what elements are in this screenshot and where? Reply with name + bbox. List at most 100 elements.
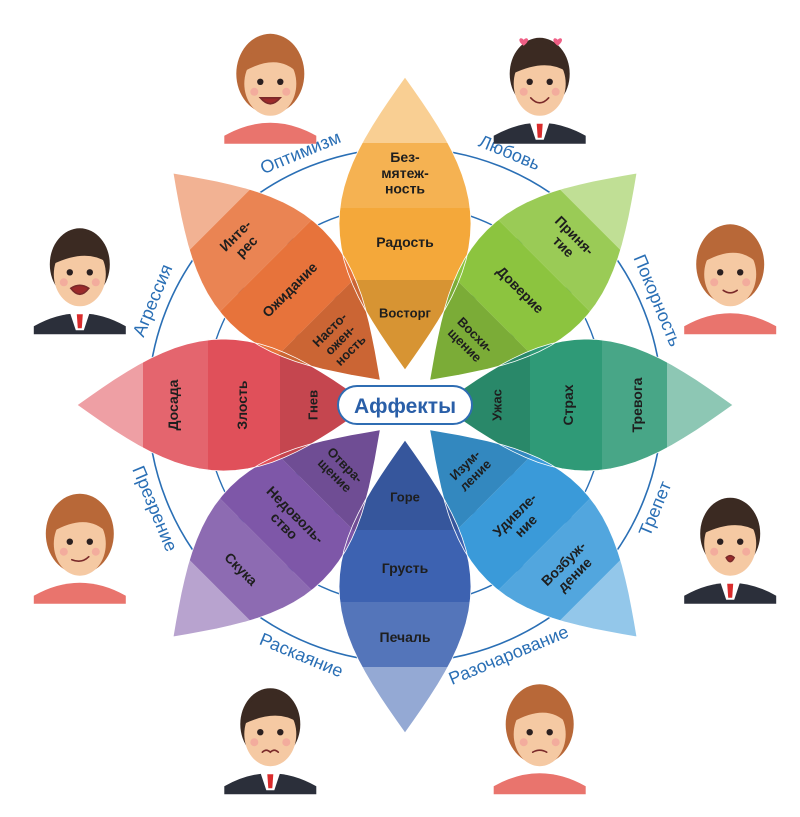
petal-sadness-inner-line: Горе [390,490,420,505]
face-remorse [224,688,317,795]
eye-right [86,538,93,545]
cheek [710,547,719,556]
eye-left [526,729,533,736]
petal-anger-inner-label: Гнев [306,390,321,420]
petal-joy-middle-label: Радость [376,234,434,250]
dyad-label-remorse: Раскаяние [257,629,346,681]
petal-fear-outer-line: Тревога [629,377,645,432]
cheek [742,278,751,287]
faces-layer [33,33,777,795]
eye-right [737,538,744,545]
petal-joy-outer-line: мятеж- [381,165,429,181]
petal-anticipation-outline [172,172,381,381]
eye-left [526,78,533,85]
face-optimism [224,33,317,144]
petal-anger-middle-label: Злость [234,380,250,429]
cheek [91,278,100,287]
petal-fear-outer [667,362,733,448]
cheek [59,278,68,287]
petal-trust-middle [498,189,621,312]
petal-surprise-outline [429,429,638,638]
dyad-label-aggression: Агрессия [129,261,177,339]
cheek [250,87,259,96]
heart-icon [519,38,529,46]
cheek [282,738,291,747]
petal-joy [339,77,471,370]
petal-sadness-outer [362,667,448,733]
cheek [519,87,528,96]
face-contempt [33,493,126,604]
cheek [710,278,719,287]
petal-anger-outer [77,362,143,448]
eye-left [66,538,73,545]
eye-left [717,269,724,276]
petal-anger-inner-line: Гнев [306,390,321,420]
cheek [551,87,560,96]
petal-surprise [429,429,637,637]
petal-fear-inner-label: Ужас [490,389,505,421]
petal-joy-inner [350,280,460,370]
face-disappointment [493,684,586,795]
mouth [531,749,548,754]
eye-right [737,269,744,276]
tie [536,123,543,138]
petal-sadness-middle-label: Грусть [382,560,429,576]
cheek [551,738,560,747]
cheek [519,738,528,747]
petal-trust-inner [429,278,532,381]
petal-disgust-outer [173,559,251,637]
tie [76,314,83,329]
petal-disgust [173,429,381,637]
petal-trust [429,173,637,381]
eye-right [277,78,284,85]
mouth [261,749,280,754]
petal-anger-outer-label: Досада [165,379,181,430]
petal-fear [440,339,733,471]
petal-sadness-outer-line: Печаль [380,629,431,645]
petal-sadness-inner [350,440,460,530]
petal-disgust-mid2 [219,455,355,591]
dyad-label-contempt: Презрение [128,463,181,555]
petal-anticipation-inner [278,278,381,381]
petal-anger-inner [280,350,370,460]
face-skin [244,51,297,116]
petal-anticipation-middle [189,189,312,312]
face-submission-shoulders [684,313,777,335]
mouth [258,97,283,105]
petal-surprise-inner [429,429,532,532]
petal-trust-mid2 [455,219,591,355]
petal-surprise-mid2 [455,455,591,591]
eye-left [66,269,73,276]
petal-fear-inner-line: Ужас [490,389,505,421]
petal-anticipation-outer [173,173,251,251]
petal-anger [77,339,370,471]
center-badge-box [337,385,473,425]
hair-top [703,503,758,534]
mouth [725,554,736,563]
petal-surprise-outer [559,559,637,637]
petal-sadness-middle [339,602,471,667]
face-submission [684,224,777,335]
cheek [742,547,751,556]
hair-top [243,694,298,725]
hair-top [52,503,108,534]
face-skin [704,242,757,307]
petal-fear-middle-line: Страх [560,384,576,425]
tie [267,774,274,789]
petal-joy-inner-line: Восторг [379,306,431,321]
eye-right [546,729,553,736]
petal-sadness [339,440,471,733]
petal-sadness-mid2 [339,530,471,602]
cheek [282,87,291,96]
dividers-layer [76,76,734,734]
petal-joy-middle [339,143,471,208]
petal-anticipation-mid2 [219,219,355,355]
petal-sadness-outer-label: Печаль [380,629,431,645]
petal-joy-outer [362,77,448,143]
petal-sadness-inner-label: Горе [390,490,420,505]
hair-top [52,234,107,265]
face-skin [513,702,566,767]
petal-anger-mid2 [208,339,280,471]
mouth [71,555,90,562]
